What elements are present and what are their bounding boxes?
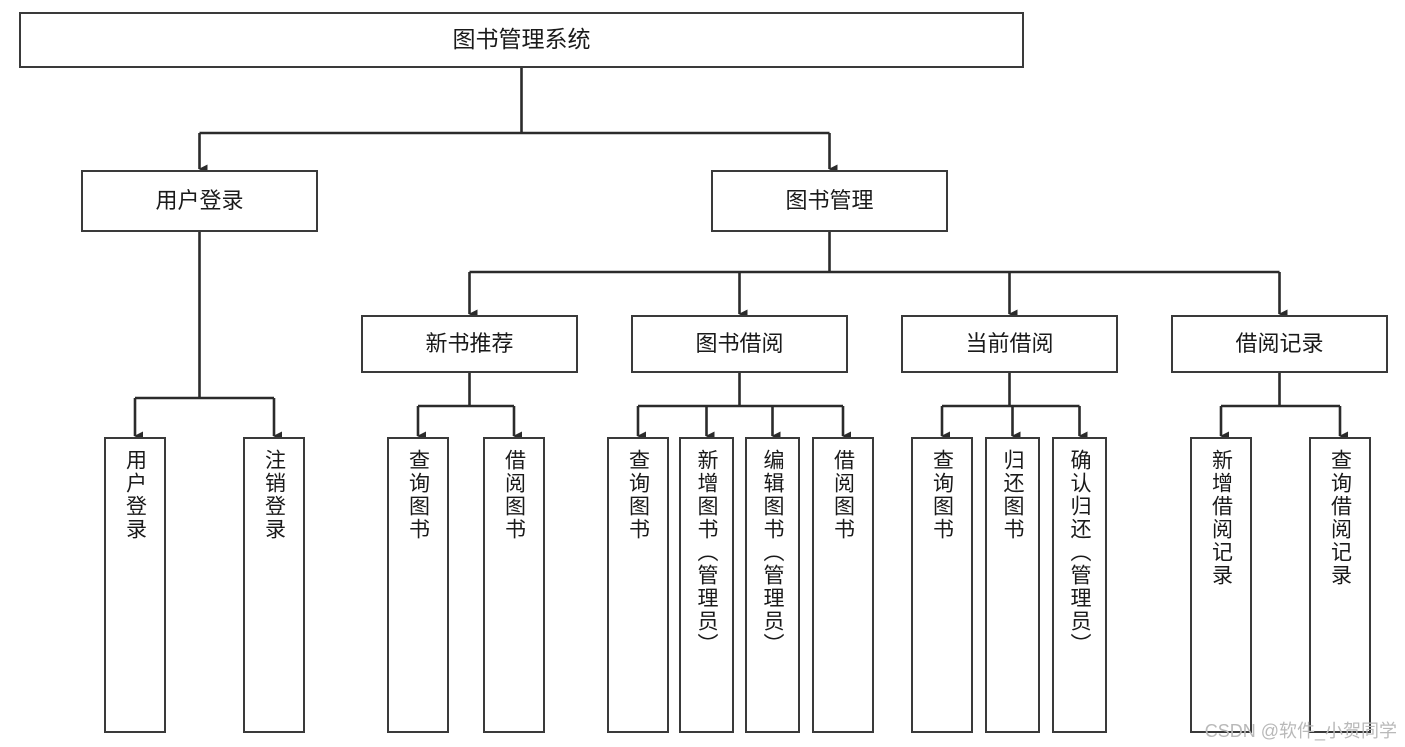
node-leaf-login-1[interactable]: 用户登录	[104, 437, 166, 733]
node-leaf-bor-4[interactable]: 借阅图书	[812, 437, 874, 733]
node-leaf-new-1[interactable]: 查询图书	[387, 437, 449, 733]
node-leaf-bor-2[interactable]: 新增图书（管理员）	[679, 437, 734, 733]
node-label-leaf-new-2: 借阅图书	[502, 449, 526, 541]
node-login[interactable]: 用户登录	[81, 170, 318, 232]
node-label-leaf-login-2: 注销登录	[262, 449, 286, 541]
node-label-login: 用户登录	[155, 188, 244, 214]
node-label-leaf-bor-2: 新增图书（管理员）	[695, 449, 718, 656]
node-leaf-rec-2[interactable]: 查询借阅记录	[1309, 437, 1371, 733]
node-label-newbook: 新书推荐	[425, 331, 514, 357]
node-label-bookmgmt: 图书管理	[785, 188, 874, 214]
node-label-leaf-bor-4: 借阅图书	[831, 449, 855, 541]
node-leaf-cur-1[interactable]: 查询图书	[911, 437, 973, 733]
watermark: CSDN @软件_小贺同学	[1204, 721, 1397, 741]
node-label-leaf-new-1: 查询图书	[406, 449, 430, 541]
node-label-current: 当前借阅	[965, 331, 1054, 357]
node-leaf-cur-3[interactable]: 确认归还（管理员）	[1052, 437, 1107, 733]
node-leaf-new-2[interactable]: 借阅图书	[483, 437, 545, 733]
node-leaf-login-2[interactable]: 注销登录	[243, 437, 305, 733]
node-label-leaf-rec-1: 新增借阅记录	[1209, 449, 1233, 587]
node-borrow[interactable]: 图书借阅	[631, 315, 848, 373]
node-label-borrow: 图书借阅	[695, 331, 784, 357]
node-newbook[interactable]: 新书推荐	[361, 315, 578, 373]
node-record[interactable]: 借阅记录	[1171, 315, 1388, 373]
node-root[interactable]: 图书管理系统	[19, 12, 1024, 68]
node-label-record: 借阅记录	[1235, 331, 1324, 357]
node-leaf-bor-1[interactable]: 查询图书	[607, 437, 669, 733]
node-label-leaf-cur-1: 查询图书	[930, 449, 954, 541]
node-leaf-rec-1[interactable]: 新增借阅记录	[1190, 437, 1252, 733]
node-label-leaf-bor-1: 查询图书	[626, 449, 650, 541]
node-leaf-cur-2[interactable]: 归还图书	[985, 437, 1040, 733]
node-label-leaf-cur-3: 确认归还（管理员）	[1068, 449, 1091, 656]
node-bookmgmt[interactable]: 图书管理	[711, 170, 948, 232]
node-label-leaf-login-1: 用户登录	[123, 449, 147, 541]
node-leaf-bor-3[interactable]: 编辑图书（管理员）	[745, 437, 800, 733]
node-current[interactable]: 当前借阅	[901, 315, 1118, 373]
node-label-leaf-cur-2: 归还图书	[1001, 449, 1024, 541]
node-label-leaf-bor-3: 编辑图书（管理员）	[761, 449, 784, 656]
node-label-root: 图书管理系统	[452, 26, 591, 53]
node-label-leaf-rec-2: 查询借阅记录	[1328, 449, 1352, 587]
